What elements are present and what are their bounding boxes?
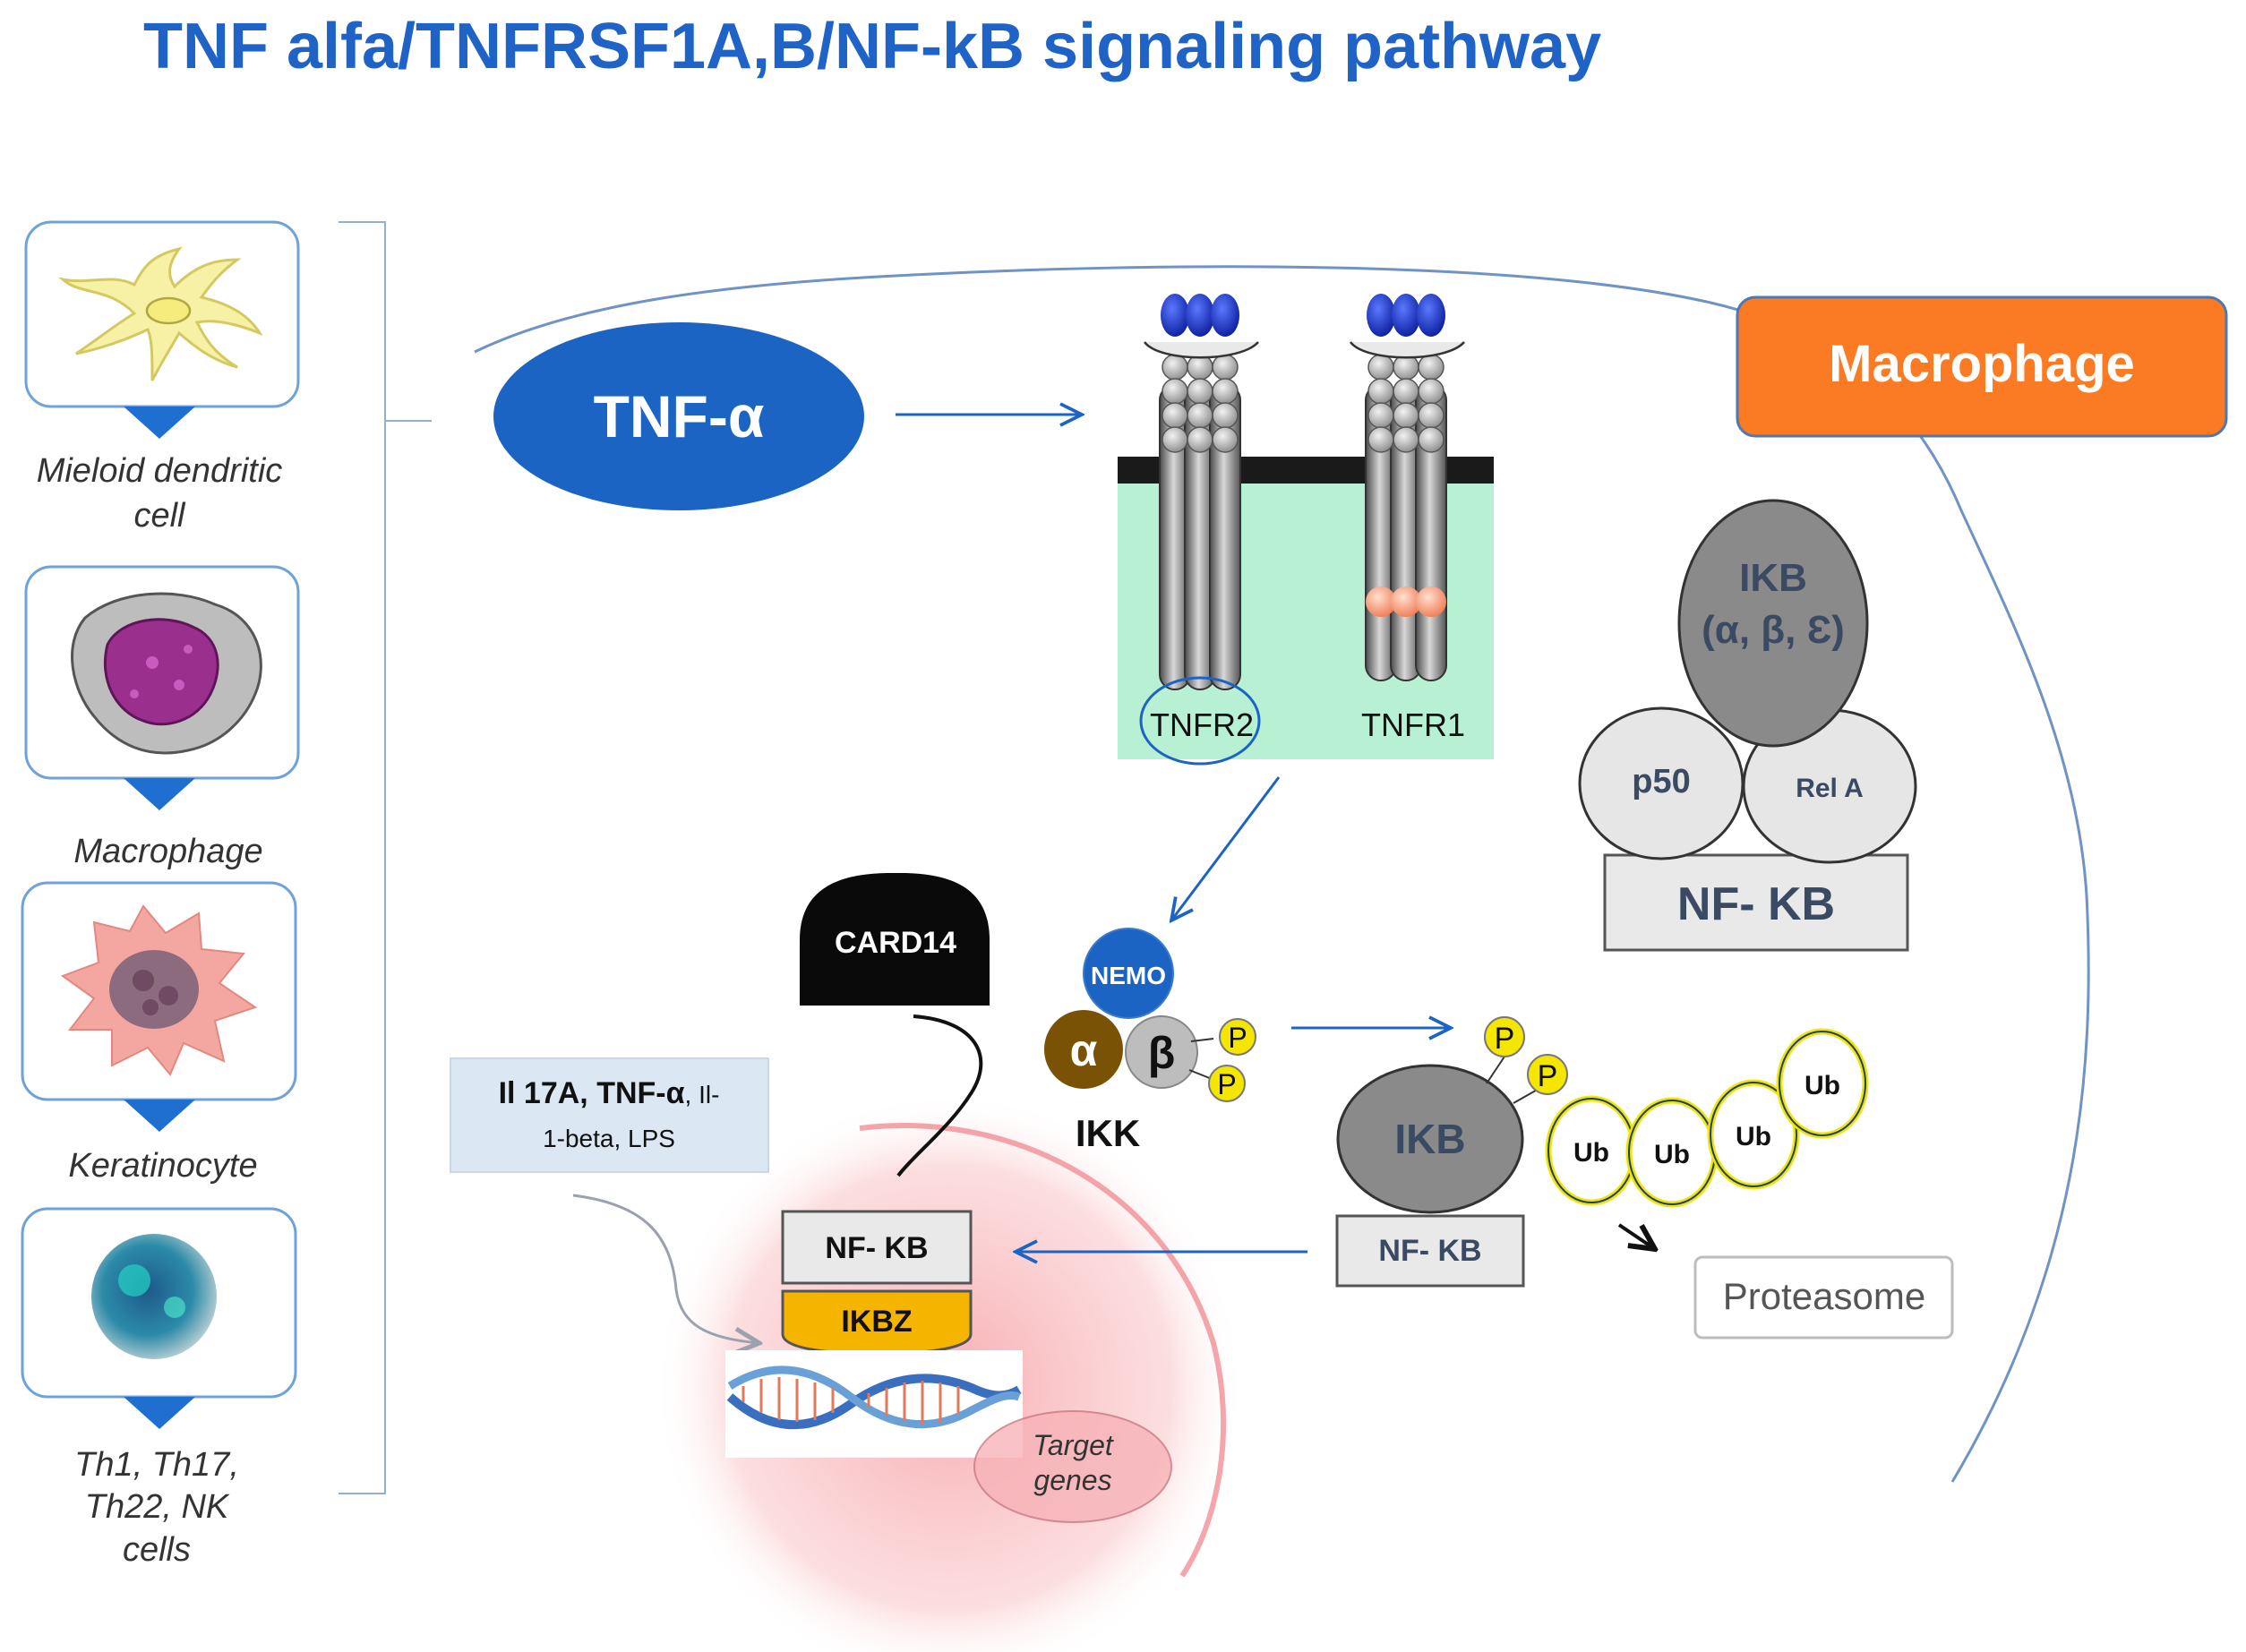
tnf-alpha-ligand: TNF-α [493,322,864,510]
ikk-alpha-label: α [1070,1025,1098,1075]
tnfr2-label: TNFR2 [1150,706,1254,743]
cell-type-label: cells [123,1531,191,1569]
ubiquitin-to-proteasome-arrow [1617,1223,1655,1249]
lymphocyte-cell-icon [91,1234,217,1359]
cell-type-label: Th22, NK [85,1488,230,1526]
target-genes-line-1: Target [1033,1429,1114,1461]
phospho-label: P [1495,1022,1515,1056]
card14-protein: CARD14 [800,873,990,1006]
cell-type-label: Keratinocyte [68,1147,257,1185]
tnfr1-label: TNFR1 [1361,706,1465,743]
keratinocyte-cell-icon [60,904,258,1076]
tnfr2-receptor: TNFR2 [1139,294,1261,766]
target-genes-line-2: genes [1033,1464,1111,1496]
p50-label: p50 [1632,763,1690,800]
phospho-group [1527,1054,1568,1095]
death-domain-beads [1366,586,1446,617]
cell-type-card-dendritic [24,220,300,439]
proteasome-label: Proteasome [1723,1275,1925,1317]
dendritic-cell-icon [57,246,263,381]
ubiquitin-label: Ub [1573,1138,1609,1168]
phospho-label: P [1217,1068,1236,1100]
phospho-group [1219,1018,1256,1056]
chevron-down-icon [124,1397,195,1429]
ikbz-label: IKBZ [841,1305,912,1339]
phospho-group [1208,1065,1246,1102]
page-title: TNF alfa/TNFRSF1A,B/NF-kB signaling path… [143,11,1601,82]
nuclear-nfkb-complex: NF- KB IKBZ [781,1210,973,1356]
card14-label: CARD14 [835,926,956,960]
macrophage-badge-label: Macrophage [1829,335,2135,393]
phospho-label: P [1228,1022,1247,1054]
cell-type-label: Macrophage [73,833,262,870]
ubiquitin-chain: Ub Ub Ub Ub [1545,1028,1869,1208]
rela-label: Rel A [1796,774,1864,803]
cell-type-card-macrophage [24,565,300,810]
receptor-to-ikk-arrow [1171,776,1281,920]
cell-type-label: Th1, Th17, [74,1446,239,1484]
chevron-down-icon [124,1100,195,1132]
nfkb-label: NF- KB [1677,878,1835,930]
macrophage-cell-icon [71,592,262,755]
tnfr2-highlight-circle [1139,676,1261,766]
ubiquitin-label: Ub [1805,1071,1840,1100]
chevron-down-icon [124,778,195,810]
chevron-down-icon [124,407,195,439]
stimuli-to-dna-arrow [572,1194,759,1343]
proteasome-box: Proteasome [1693,1255,1954,1340]
card14-connector [896,1014,983,1177]
cell-type-label: Mieloid dendritic [37,452,283,490]
macrophage-badge: Macrophage [1736,295,2228,438]
cell-type-card-lymphocyte [21,1207,297,1429]
stimuli-box: Il 17A, TNF-α, Il- 1-beta, LPS [450,1057,769,1173]
cell-type-labels: Mieloid dendritic cell Macrophage Kerati… [37,452,283,1569]
nuclear-nfkb-label: NF- KB [825,1231,928,1265]
ikk-complex: NEMO α β P P IKK [1044,928,1256,1154]
tnfr1-receptor: TNFR1 [1349,294,1465,743]
ikk-beta-label: β [1148,1028,1176,1078]
ubiquitin-label: Ub [1654,1140,1690,1169]
tnf-alpha-label: TNF-α [594,383,765,449]
ubiquitin-label: Ub [1736,1122,1771,1151]
phosphorylated-ikb-complex: NF- KB IKB P P [1335,1016,1568,1288]
ikk-label: IKK [1076,1112,1140,1154]
dna-helix-icon [725,1350,1023,1458]
cell-type-card-keratinocyte [21,881,297,1132]
phospho-ikb-label: IKB [1394,1116,1465,1162]
target-genes: Target genes [973,1410,1172,1523]
stimuli-line-2: 1-beta, LPS [543,1125,675,1152]
stimuli-line-1: Il 17A, TNF-α, Il- [499,1076,720,1110]
cell-type-label: cell [133,497,186,535]
ikb-nfkb-complex: IKB (α, β, Ɛ) p50 Rel A NF- KB [1578,499,1917,952]
nemo-label: NEMO [1091,962,1166,989]
released-nfkb-label: NF- KB [1378,1234,1481,1268]
phospho-label: P [1538,1059,1558,1093]
ikb-subunits-label: (α, β, Ɛ) [1702,608,1845,652]
phospho-group [1484,1016,1525,1057]
cell-type-bracket [339,221,432,1494]
ikb-label: IKB [1739,556,1807,600]
